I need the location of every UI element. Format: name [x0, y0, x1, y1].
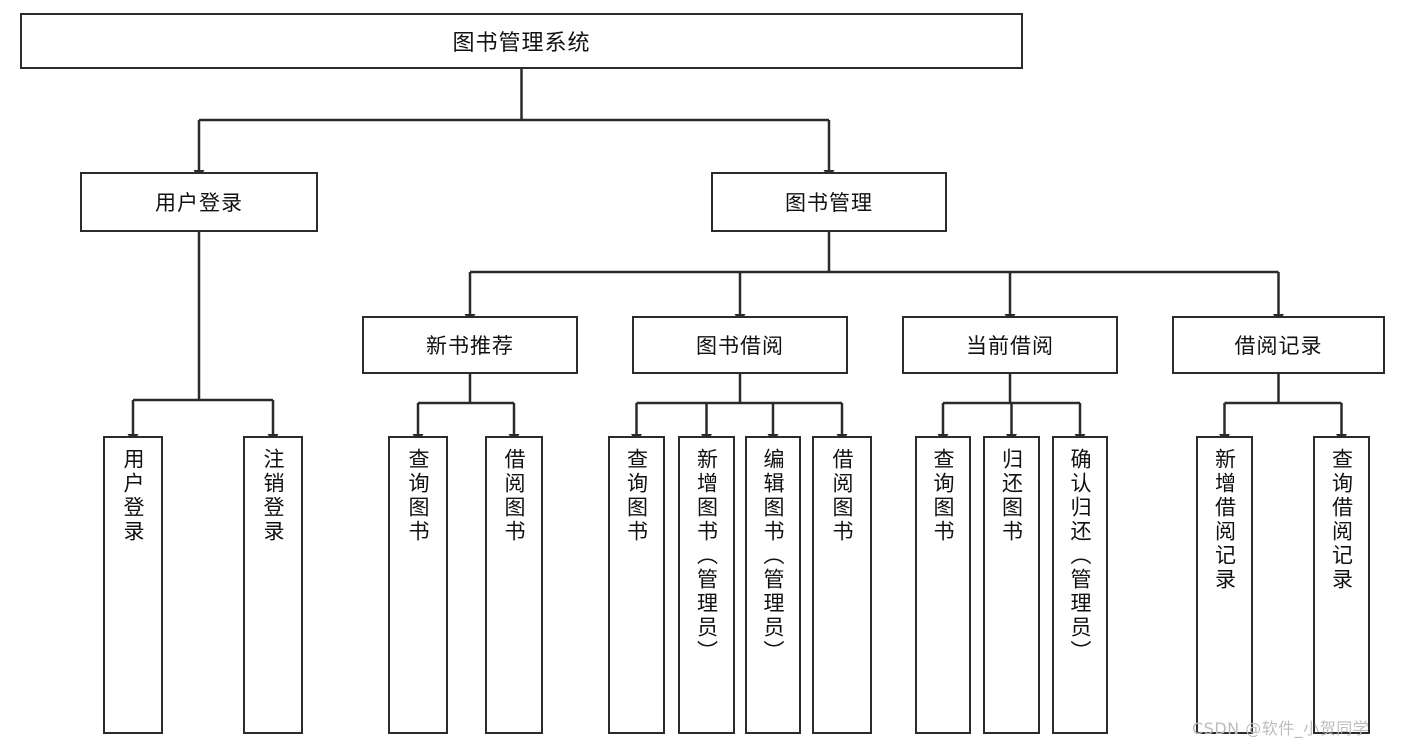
node-l4-d1[interactable]: 查询图书 [915, 436, 971, 734]
node-root[interactable]: 图书管理系统 [20, 13, 1023, 69]
node-l4-b2[interactable]: 借阅图书 [485, 436, 543, 734]
node-label: 新增图书（管理员） [694, 448, 719, 664]
node-l3-current[interactable]: 当前借阅 [902, 316, 1118, 374]
node-l4-c3[interactable]: 编辑图书（管理员） [745, 436, 801, 734]
node-label: 查询图书 [624, 448, 649, 544]
node-l4-a2[interactable]: 注销登录 [243, 436, 303, 734]
node-label: 注销登录 [261, 448, 286, 544]
node-l4-d3[interactable]: 确认归还（管理员） [1052, 436, 1108, 734]
node-label: 借阅图书 [830, 448, 855, 544]
node-label: 查询图书 [406, 448, 431, 544]
node-l2-login[interactable]: 用户登录 [80, 172, 318, 232]
node-label: 图书借阅 [696, 334, 784, 358]
node-l4-a1[interactable]: 用户登录 [103, 436, 163, 734]
link-group [127, 69, 1347, 443]
node-label: 查询借阅记录 [1329, 448, 1354, 592]
node-label: 查询图书 [931, 448, 956, 544]
node-label: 当前借阅 [966, 334, 1054, 358]
node-l4-d2[interactable]: 归还图书 [983, 436, 1040, 734]
node-l4-c1[interactable]: 查询图书 [608, 436, 665, 734]
node-l2-book[interactable]: 图书管理 [711, 172, 947, 232]
node-l3-borrow[interactable]: 图书借阅 [632, 316, 848, 374]
node-l4-c4[interactable]: 借阅图书 [812, 436, 872, 734]
node-l4-e2[interactable]: 查询借阅记录 [1313, 436, 1370, 734]
node-l4-e1[interactable]: 新增借阅记录 [1196, 436, 1253, 734]
node-label: 用户登录 [121, 448, 146, 544]
node-label: 新增借阅记录 [1212, 448, 1237, 592]
node-l4-b1[interactable]: 查询图书 [388, 436, 448, 734]
node-l4-c2[interactable]: 新增图书（管理员） [678, 436, 735, 734]
node-label: 图书管理系统 [452, 31, 591, 56]
node-label: 归还图书 [999, 448, 1024, 544]
node-label: 用户登录 [155, 191, 243, 215]
node-l3-new[interactable]: 新书推荐 [362, 316, 578, 374]
node-label: 新书推荐 [426, 334, 514, 358]
node-label: 借阅记录 [1234, 334, 1323, 358]
watermark: CSDN @软件_小贺同学 [1192, 719, 1370, 738]
node-l3-record[interactable]: 借阅记录 [1172, 316, 1385, 374]
node-label: 编辑图书（管理员） [761, 448, 786, 664]
node-label: 借阅图书 [502, 448, 527, 544]
node-label: 图书管理 [785, 191, 873, 215]
node-label: 确认归还（管理员） [1068, 448, 1093, 664]
